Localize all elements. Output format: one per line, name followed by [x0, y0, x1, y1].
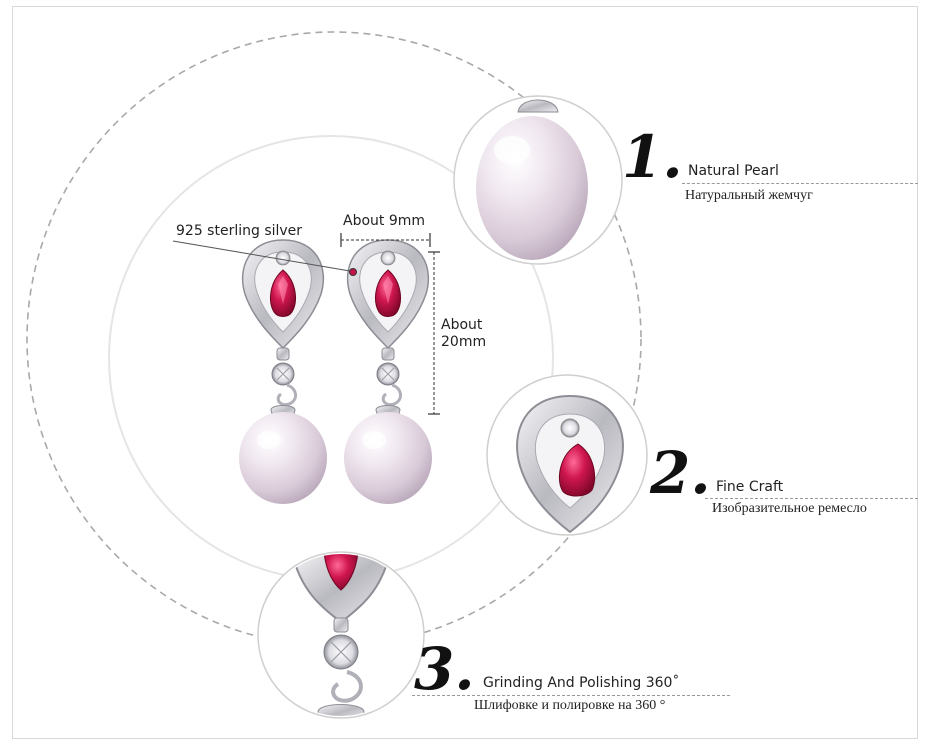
feature-subtitle-1: Натуральный жемчуг	[685, 188, 813, 203]
feature-subtitle-2: Изобразительное ремесло	[712, 501, 867, 516]
feature-rule-2	[705, 498, 918, 499]
feature-number-1: 1.	[622, 123, 683, 191]
height-label-line1: About	[441, 317, 483, 333]
feature-title-1: Natural Pearl	[688, 163, 779, 179]
feature-subtitle-3: Шлифовке и полировке на 360 °	[474, 698, 666, 713]
material-label: 925 sterling silver	[176, 223, 303, 239]
feature-rule-3	[412, 695, 730, 696]
height-label-line2: 20mm	[441, 334, 487, 350]
feature-rule-1	[682, 183, 918, 184]
material-pointer-line	[172, 240, 351, 272]
feature-number-3: 3.	[414, 635, 475, 703]
earring-right	[342, 238, 434, 506]
earring-left	[237, 238, 329, 506]
image-frame	[12, 6, 918, 739]
detail-circle-polishing	[257, 551, 425, 719]
feature-title-2: Fine Craft	[716, 479, 784, 495]
feature-number-2: 2.	[650, 439, 711, 507]
material-pointer-dot	[349, 268, 357, 276]
width-label: About 9mm	[343, 213, 426, 229]
detail-circle-pearl	[453, 95, 623, 265]
detail-circle-craft	[486, 374, 648, 536]
feature-title-3: Grinding And Polishing 360˚	[483, 675, 680, 691]
